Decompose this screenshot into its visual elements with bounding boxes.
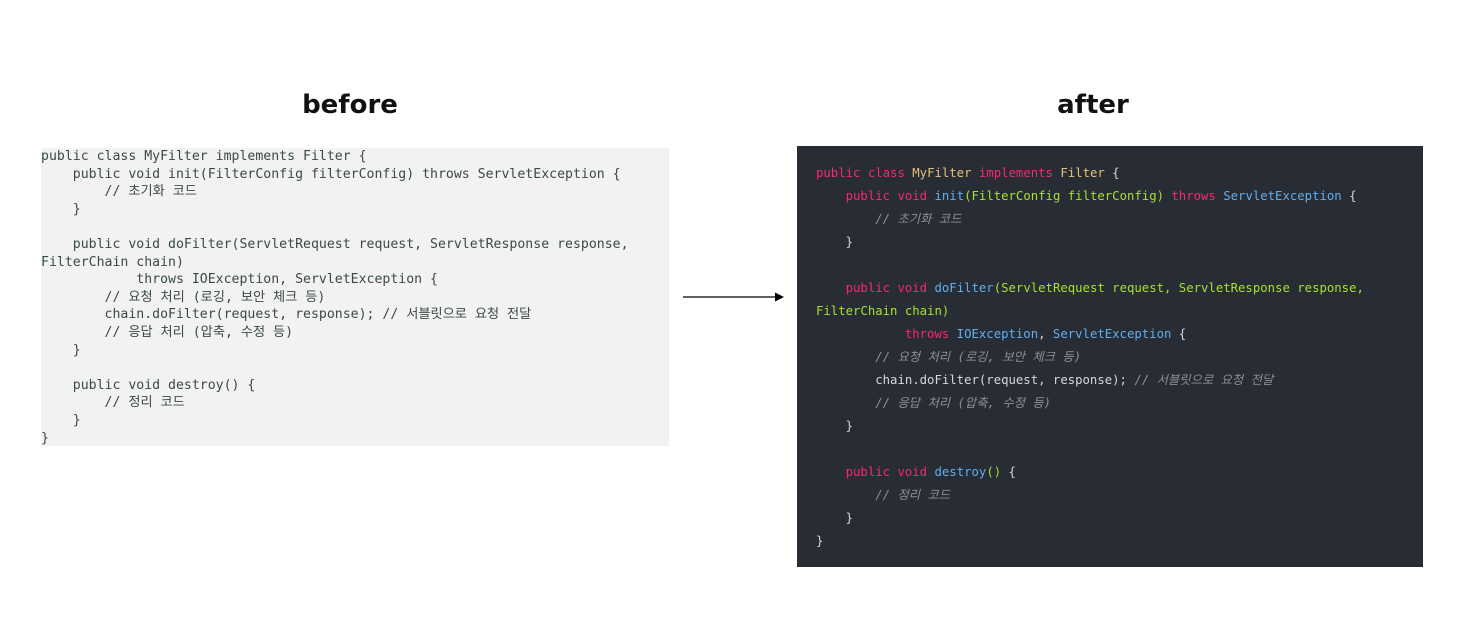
code-keyword: public	[816, 166, 861, 180]
code-keyword: implements	[978, 166, 1053, 180]
before-code-panel: public class MyFilter implements Filter …	[41, 148, 669, 446]
code-brace: }	[816, 534, 824, 548]
code-keyword: void	[897, 465, 928, 479]
code-function-name: destroy	[934, 465, 987, 479]
code-keyword: public	[845, 465, 891, 479]
code-exception: ServletException	[1223, 189, 1342, 203]
code-keyword: throws	[904, 327, 950, 341]
code-comment: // 요청 처리 (로깅, 보안 체크 등)	[875, 350, 1082, 364]
code-keyword: class	[867, 166, 905, 180]
code-comment: // 정리 코드	[875, 488, 951, 502]
code-comment: // 서블릿으로 요청 전달	[1134, 373, 1274, 387]
before-code-text: public class MyFilter implements Filter …	[41, 149, 629, 446]
code-function-name: init	[934, 189, 965, 203]
code-keyword: void	[897, 281, 928, 295]
code-brace: {	[1001, 465, 1016, 479]
code-brace: }	[845, 419, 854, 433]
after-heading: after	[1057, 90, 1129, 120]
after-code-panel: public class MyFilter implements Filter …	[797, 146, 1423, 567]
code-comma: ,	[1038, 327, 1053, 341]
code-class-name: MyFilter	[912, 166, 972, 180]
code-comment: // 응답 처리 (압축, 수정 등)	[875, 396, 1052, 410]
code-comment: // 초기화 코드	[875, 212, 962, 226]
code-keyword: public	[845, 189, 891, 203]
code-params: FilterChain chain)	[816, 304, 950, 318]
code-keyword: throws	[1171, 189, 1216, 203]
code-interface-name: Filter	[1060, 166, 1105, 180]
code-keyword: void	[897, 189, 928, 203]
code-params: ()	[986, 465, 1002, 479]
code-exception: IOException	[956, 327, 1039, 341]
before-heading: before	[302, 90, 398, 120]
code-params: (ServletRequest request, ServletResponse…	[993, 281, 1364, 295]
code-brace: {	[1341, 189, 1357, 203]
code-brace: {	[1171, 327, 1187, 341]
code-exception: ServletException	[1052, 327, 1172, 341]
code-brace: }	[845, 511, 854, 525]
code-keyword: public	[845, 281, 891, 295]
code-statement: chain.doFilter(request, response);	[875, 373, 1135, 387]
code-params: (FilterConfig filterConfig)	[964, 189, 1164, 203]
code-brace: {	[1104, 166, 1120, 180]
after-code-text: public class MyFilter implements Filter …	[816, 162, 1364, 553]
code-function-name: doFilter	[934, 281, 994, 295]
right-arrow-icon	[683, 292, 784, 302]
code-brace: }	[845, 235, 854, 249]
